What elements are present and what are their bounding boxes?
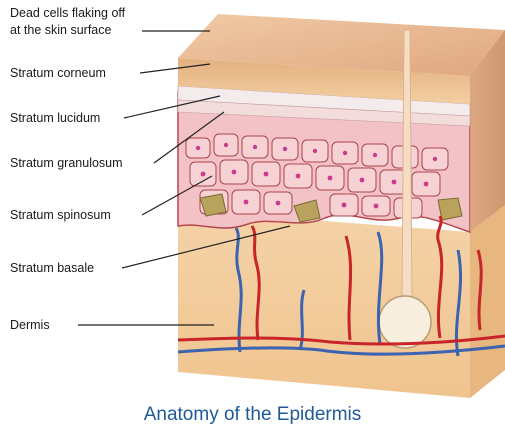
label-stratum-granulosum: Stratum granulosum: [10, 156, 123, 171]
hair-shaft: [402, 30, 412, 300]
label-dead-cells-line1: Dead cells flaking off: [10, 6, 125, 21]
diagram-title: Anatomy of the Epidermis: [0, 404, 505, 426]
label-stratum-corneum: Stratum corneum: [10, 66, 106, 81]
label-stratum-spinosum: Stratum spinosum: [10, 208, 111, 223]
label-dead-cells-line2: at the skin surface: [10, 23, 111, 38]
label-stratum-basale: Stratum basale: [10, 261, 94, 276]
label-stratum-lucidum: Stratum lucidum: [10, 111, 100, 126]
label-dermis: Dermis: [10, 318, 50, 333]
dermis-side: [470, 205, 505, 398]
dermis-layer: [178, 210, 470, 398]
hair-bulb: [379, 296, 431, 348]
